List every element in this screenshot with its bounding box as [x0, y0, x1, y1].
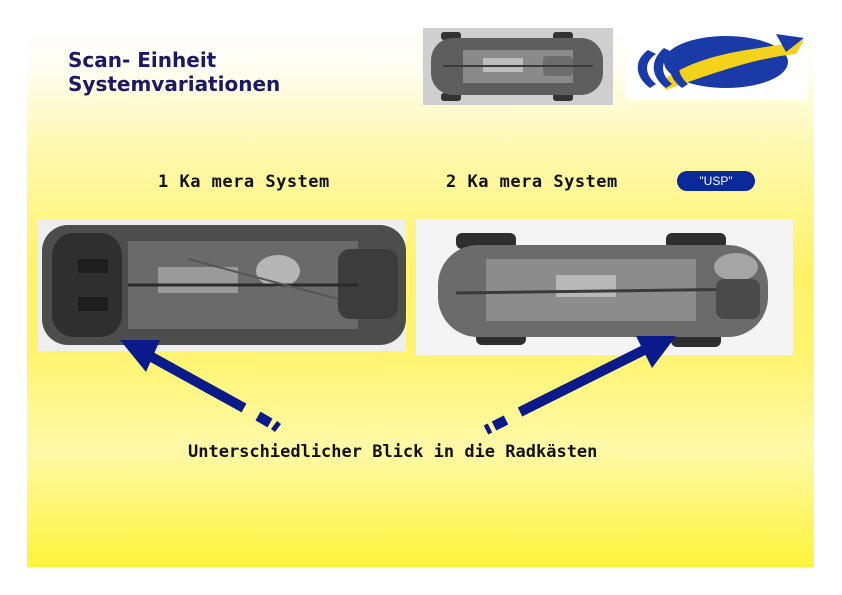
swoosh-logo-icon: [637, 34, 804, 90]
title-line-1: Scan- Einheit: [68, 48, 217, 72]
car-underbody-1-camera-icon: [38, 219, 406, 351]
usp-badge: "USP": [677, 171, 755, 191]
car-underbody-2-camera-icon: [416, 219, 793, 355]
label-1-camera-system: 1 Ka mera System: [158, 172, 330, 192]
top-car-photo: [423, 28, 613, 105]
bottom-caption: Unterschiedlicher Blick in die Radkästen: [188, 442, 598, 462]
left-car-photo: [38, 219, 406, 351]
title-line-2: Systemvariationen: [68, 72, 281, 96]
slide-title: Scan- Einheit Systemvariationen: [68, 48, 280, 96]
company-logo: [626, 28, 808, 100]
car-underbody-thumbnail-icon: [423, 28, 613, 105]
right-car-photo: [416, 219, 793, 355]
label-2-camera-system: 2 Ka mera System: [446, 172, 618, 192]
